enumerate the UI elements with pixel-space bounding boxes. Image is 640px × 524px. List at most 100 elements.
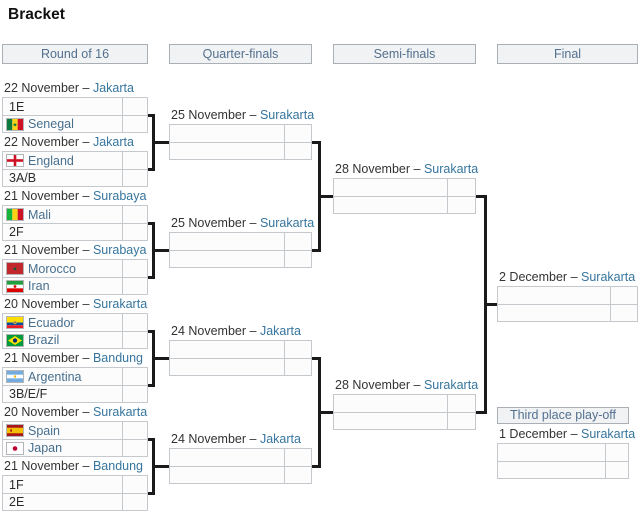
score-cell bbox=[122, 422, 147, 439]
team-row: Japan bbox=[3, 439, 147, 456]
label-separator: – bbox=[79, 459, 93, 473]
team-row bbox=[170, 341, 311, 358]
connector-line bbox=[152, 330, 155, 387]
team-name-cell: 2F bbox=[3, 224, 122, 240]
round-header-quarter-finals: Quarter-finals bbox=[169, 44, 312, 64]
team-link[interactable]: Ecuador bbox=[28, 315, 75, 330]
score-cell bbox=[122, 260, 147, 277]
venue-link[interactable]: Surakarta bbox=[423, 378, 479, 392]
score-cell bbox=[122, 206, 147, 223]
match-quarter-finals-4: 24 November – Jakarta bbox=[169, 431, 312, 484]
team-row bbox=[170, 233, 311, 250]
match-date: 25 November bbox=[171, 108, 247, 122]
team-row bbox=[170, 449, 311, 466]
team-link[interactable]: Brazil bbox=[28, 333, 60, 347]
match-date: 20 November bbox=[4, 405, 80, 419]
connector-line bbox=[318, 141, 321, 252]
match-date: 1 December bbox=[499, 427, 568, 441]
score-cell bbox=[284, 125, 311, 142]
venue-link[interactable]: Surakarta bbox=[259, 108, 315, 122]
score-cell bbox=[284, 341, 311, 358]
team-name-cell bbox=[334, 395, 447, 412]
match-box bbox=[497, 443, 629, 479]
team-name-cell: Senegal bbox=[3, 116, 122, 132]
team-link[interactable]: Mali bbox=[28, 207, 51, 222]
label-separator: – bbox=[79, 351, 93, 365]
team-name-cell: 3A/B bbox=[3, 170, 122, 186]
venue-link[interactable]: Surakarta bbox=[423, 162, 479, 176]
match-date: 25 November bbox=[171, 216, 247, 230]
team-link[interactable]: Senegal bbox=[28, 117, 74, 131]
score-cell bbox=[447, 179, 475, 196]
round-header-final: Final bbox=[497, 44, 638, 64]
team-row: Mali bbox=[3, 206, 147, 223]
score-cell bbox=[284, 143, 311, 159]
score-cell bbox=[610, 287, 637, 304]
venue-link[interactable]: Jakarta bbox=[259, 324, 301, 338]
team-link[interactable]: Iran bbox=[28, 279, 50, 293]
venue-link[interactable]: Surakarta bbox=[581, 427, 636, 441]
team-link[interactable]: England bbox=[28, 153, 74, 168]
score-cell bbox=[284, 449, 311, 466]
match-box bbox=[497, 286, 638, 322]
team-row: Ecuador bbox=[3, 314, 147, 331]
venue-link[interactable]: Jakarta bbox=[92, 135, 134, 149]
venue-link[interactable]: Surakarta bbox=[581, 270, 636, 284]
team-link[interactable]: Morocco bbox=[28, 261, 76, 276]
connector-line bbox=[155, 249, 169, 252]
score-cell bbox=[284, 233, 311, 250]
connector-line bbox=[148, 276, 155, 279]
team-row: Argentina bbox=[3, 368, 147, 385]
match-label: 24 November – Jakarta bbox=[169, 431, 312, 448]
match-box: Mali 2F bbox=[2, 205, 148, 241]
venue-link[interactable]: Surabaya bbox=[92, 243, 147, 257]
connector-line bbox=[476, 195, 487, 198]
match-label: 28 November – Surakarta bbox=[333, 161, 478, 178]
score-cell bbox=[122, 170, 147, 186]
team-name-cell bbox=[334, 179, 447, 196]
venue-link[interactable]: Jakarta bbox=[259, 432, 301, 446]
venue-link[interactable]: Surakarta bbox=[92, 297, 148, 311]
match-quarter-finals-1: 25 November – Surakarta bbox=[169, 107, 314, 160]
match-date: 21 November bbox=[4, 243, 80, 257]
venue-link[interactable]: Jakarta bbox=[92, 81, 134, 95]
match-label: 25 November – Surakarta bbox=[169, 215, 314, 232]
team-name-cell bbox=[170, 143, 284, 159]
team-row bbox=[170, 125, 311, 142]
score-cell bbox=[284, 251, 311, 267]
connector-line bbox=[148, 114, 155, 117]
score-cell bbox=[122, 332, 147, 348]
match-date: 28 November bbox=[335, 162, 411, 176]
page-title: Bracket bbox=[8, 6, 65, 23]
team-row: Morocco bbox=[3, 260, 147, 277]
match-date: 21 November bbox=[4, 189, 80, 203]
venue-link[interactable]: Bandung bbox=[92, 459, 144, 473]
venue-link[interactable]: Surakarta bbox=[259, 216, 315, 230]
connector-line bbox=[321, 195, 333, 198]
team-row: England bbox=[3, 152, 147, 169]
team-row bbox=[170, 250, 311, 267]
match-label: 22 November – Jakarta bbox=[2, 80, 148, 97]
seed-placeholder: 1E bbox=[9, 99, 25, 114]
team-link[interactable]: Spain bbox=[28, 423, 60, 438]
match-date: 21 November bbox=[4, 351, 80, 365]
venue-link[interactable]: Surakarta bbox=[92, 405, 148, 419]
match-final-1: 2 December – Surakarta bbox=[497, 269, 638, 322]
venue-link[interactable]: Bandung bbox=[92, 351, 144, 365]
team-link[interactable]: Argentina bbox=[28, 369, 82, 384]
score-cell bbox=[122, 278, 147, 294]
match-box bbox=[169, 124, 312, 160]
team-row: Iran bbox=[3, 277, 147, 294]
venue-link[interactable]: Surabaya bbox=[92, 189, 147, 203]
label-separator: – bbox=[246, 216, 260, 230]
connector-line bbox=[155, 465, 169, 468]
score-cell bbox=[122, 98, 147, 115]
score-cell bbox=[122, 386, 147, 402]
match-date: 2 December bbox=[499, 270, 568, 284]
match-label: 20 November – Surakarta bbox=[2, 404, 148, 421]
team-link[interactable]: Japan bbox=[28, 441, 63, 455]
label-separator: – bbox=[79, 297, 93, 311]
team-name-cell bbox=[334, 413, 447, 429]
